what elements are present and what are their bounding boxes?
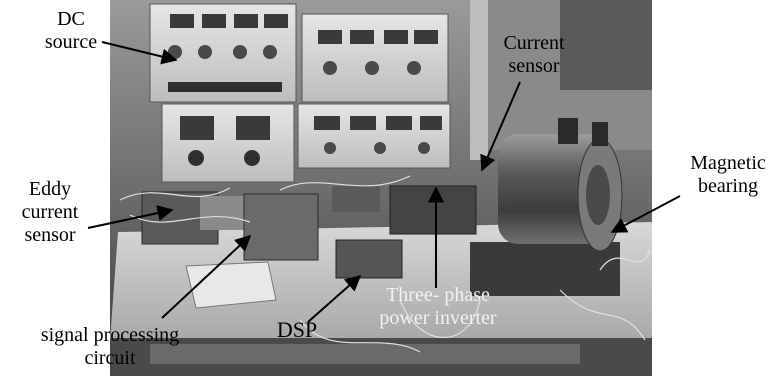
label-current-sensor: Current sensor [484, 32, 584, 78]
label-three-phase-line2: power inverter [379, 307, 497, 329]
label-eddy-current-sensor: Eddy current sensor [0, 178, 100, 247]
label-eddy-current-sensor-line2: current [21, 201, 79, 223]
label-dsp: DSP [276, 317, 318, 342]
label-eddy-current-sensor-line3: sensor [24, 224, 76, 246]
arrow-signal-processing-circuit [161, 234, 252, 319]
label-current-sensor-line2: sensor [508, 55, 560, 77]
label-signal-processing-line2: circuit [84, 347, 136, 369]
label-eddy-current-sensor-line1: Eddy [28, 178, 72, 200]
label-dc-source-line2: source [44, 31, 98, 53]
arrow-dc-source [101, 41, 178, 65]
wiring [119, 175, 651, 353]
label-magnetic-bearing-line1: Magnetic [690, 152, 766, 174]
arrow-dsp [307, 274, 362, 323]
label-dc-source-line1: DC [57, 8, 85, 30]
arrow-current-sensor [480, 81, 521, 172]
arrow-eddy-current-sensor [87, 205, 174, 229]
label-dc-source: DC source [26, 8, 116, 54]
label-signal-processing-circuit: signal processing circuit [10, 324, 210, 370]
label-current-sensor-line1: Current [503, 32, 565, 54]
label-magnetic-bearing: Magnetic bearing [676, 152, 780, 198]
label-signal-processing-line1: signal processing [40, 324, 180, 346]
label-magnetic-bearing-line2: bearing [698, 175, 758, 197]
label-three-phase-line1: Three- phase [386, 284, 490, 306]
magnetic-bearing-rig [470, 118, 623, 296]
label-three-phase-inverter: Three- phase power inverter [368, 284, 508, 330]
arrow-magnetic-bearing [610, 195, 681, 233]
